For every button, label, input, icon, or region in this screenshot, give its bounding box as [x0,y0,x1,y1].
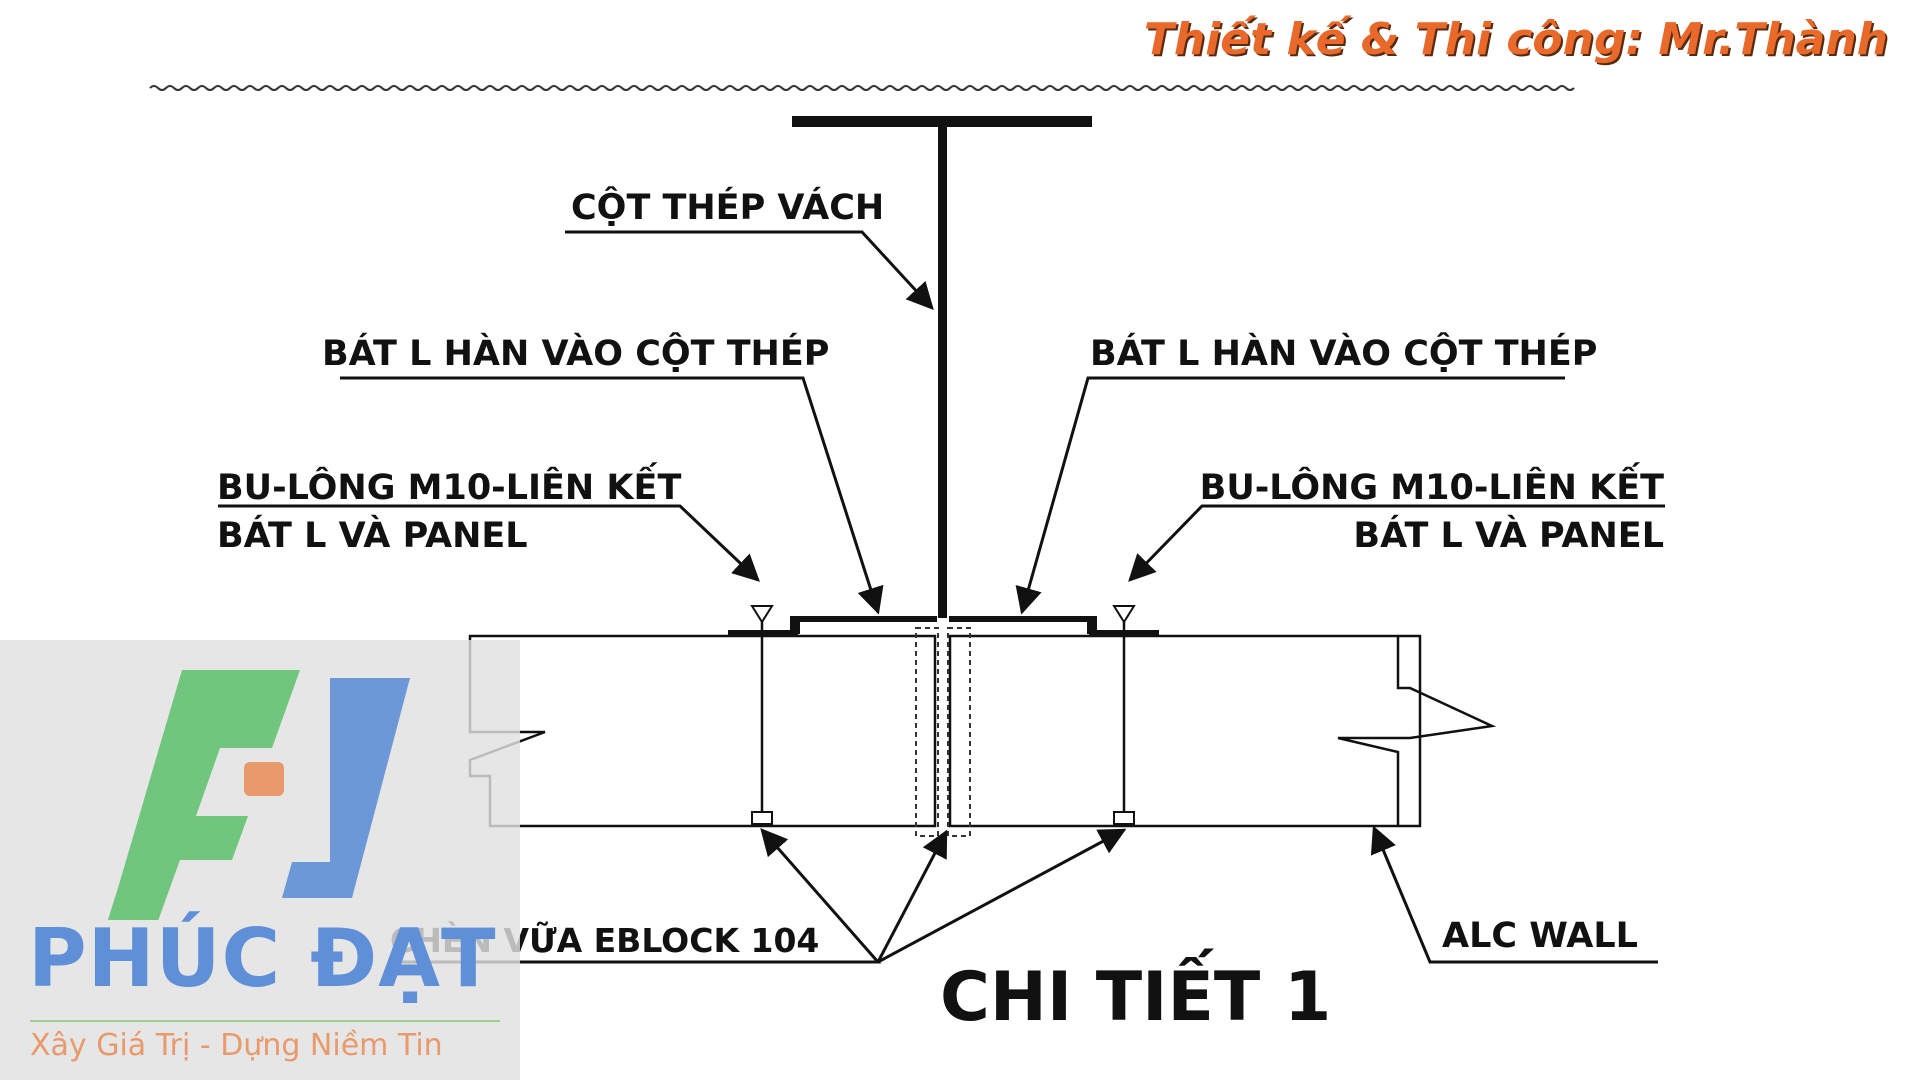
designer-credit: Thiết kế & Thi công: Mr.Thành [1143,14,1888,65]
logo-mark-icon [107,670,410,920]
label-steel-column: CỘT THÉP VÁCH [571,185,884,228]
brand-slogan: Xây Giá Trị - Dựng Niềm Tin [30,1028,443,1063]
l-brackets [728,616,1159,636]
label-bolt-left-line2: BÁT L VÀ PANEL [217,514,528,556]
drawing-title: CHI TIẾT 1 [940,948,1331,1037]
bolt-right [1112,605,1136,825]
brand-name: PHÚC ĐẠT [28,912,497,1005]
label-alc-wall: ALC WALL [1442,916,1638,956]
label-bolt-left-line1: BU-LÔNG M10-LIÊN KẾT [217,461,681,508]
label-bolt-right-line1: BU-LÔNG M10-LIÊN KẾT [1200,461,1664,508]
label-bracket-right: BÁT L HÀN VÀO CỘT THÉP [1090,331,1597,374]
steel-column [792,116,1092,618]
header-wavy-divider [149,85,1575,91]
bolt-left [750,605,774,825]
alc-wall-panels [468,634,1497,828]
brand-divider [30,1020,500,1022]
leader-lines [218,230,1665,964]
mortar-joint [915,627,971,837]
label-bolt-right-line2: BÁT L VÀ PANEL [1353,514,1664,556]
brand-logo: PHÚC ĐẠT Xây Giá Trị - Dựng Niềm Tin [0,640,520,1080]
label-bracket-left: BÁT L HÀN VÀO CỘT THÉP [322,331,829,374]
